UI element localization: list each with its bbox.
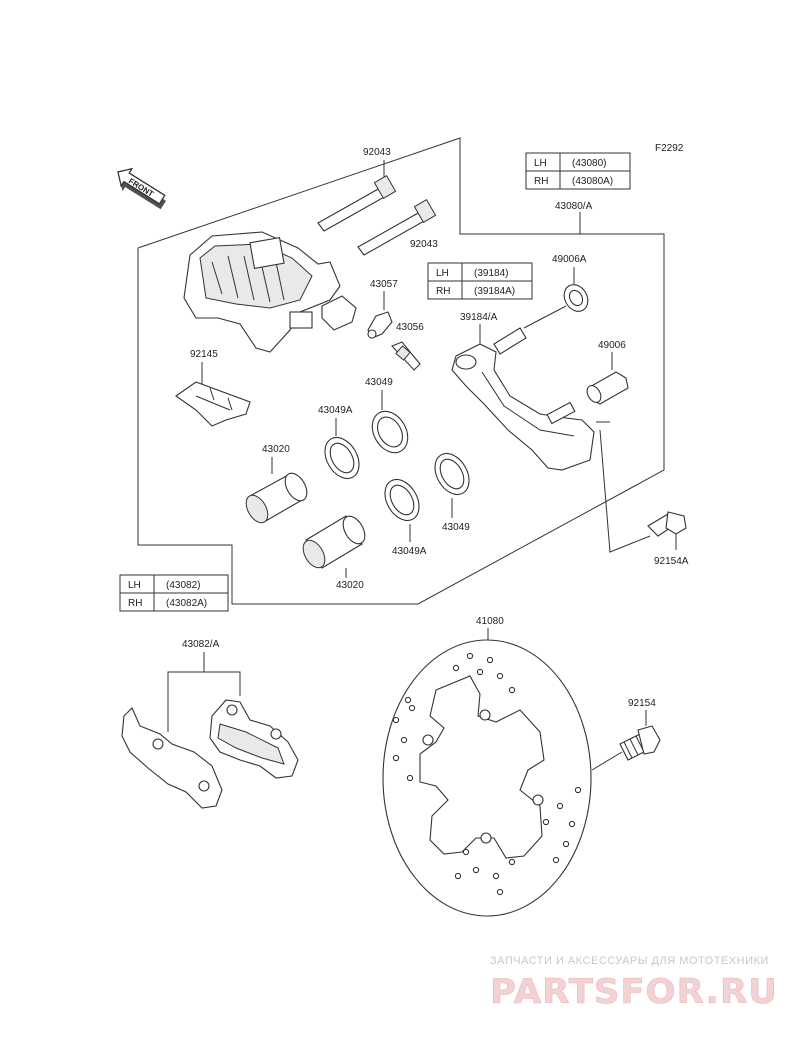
boot [586,371,629,405]
pad-spring [175,381,251,427]
front-arrow-icon: FRONT [117,167,167,210]
figure-code: F2292 [655,143,684,154]
caliper-pin-bottom [357,199,437,256]
label-dust-seal-left: 43049A [318,405,353,416]
caliper-bracket [451,343,595,471]
label-bracket-bolt: 92154A [654,556,689,567]
caliper-assembly-frame [137,137,665,605]
brake-pad-right [209,699,299,779]
brake-disc [382,639,592,917]
disc-bolt [619,725,661,761]
pads-side-table: LH (43082) RH (43082A) [119,574,229,612]
watermark-subtitle: ЗАПЧАСТИ И АКСЕССУАРЫ ДЛЯ МОТОТЕХНИКИ [490,955,769,967]
label-pads: 43082/A [182,639,220,650]
pin-lh-part: (39184) [474,268,508,279]
label-bracket-pin: 39184/A [460,312,498,323]
caliper-body [183,231,357,353]
caliper-pin-top [317,175,397,232]
pin-rh-side: RH [436,286,450,297]
pads-lh-part: (43082) [166,580,200,591]
bracket-pin [493,327,527,355]
pin-rh-part: (39184A) [474,286,515,297]
brake-pad-left [121,707,223,809]
label-piston-seal-right: 43049 [442,522,470,533]
piston-right [302,515,366,569]
bracket-lh-part: (43080) [572,158,606,169]
dust-seal-left [324,436,360,480]
label-caliper-pin-bottom: 92043 [410,239,438,250]
bracket-bolt [647,511,687,537]
label-dust-seal-right: 43049A [392,546,427,557]
watermark-brand: PARTSFOR.RU [490,972,778,1012]
label-caliper-pin-top: 92043 [363,147,391,158]
label-piston-right: 43020 [336,580,364,591]
piston-left [245,472,308,524]
pin-side-table: LH (39184) RH (39184A) [427,262,533,300]
pin-lh-side: LH [436,268,449,279]
label-bracket: 43080/A [555,201,593,212]
watermark: ЗАПЧАСТИ И АКСЕССУАРЫ ДЛЯ МОТОТЕХНИКИ PA… [490,955,778,1012]
label-disc-bolt: 92154 [628,698,656,709]
seal-boot [563,284,589,312]
label-bleeder-valve: 43056 [396,322,424,333]
pads-rh-side: RH [128,598,142,609]
label-seal-boot: 49006A [552,254,587,265]
bracket-side-table: LH (43080) RH (43080A) [525,152,631,190]
bleeder-cap [367,311,393,339]
piston-seal-top [371,410,409,454]
label-bleeder-cap: 43057 [370,279,398,290]
label-disc: 41080 [476,616,504,627]
dust-seal-right [384,478,420,522]
label-boot: 49006 [598,340,626,351]
pads-rh-part: (43082A) [166,598,207,609]
bracket-lh-side: LH [534,158,547,169]
bracket-rh-side: RH [534,176,548,187]
label-pad-spring: 92145 [190,349,218,360]
bleeder-valve [391,341,421,371]
bracket-rh-part: (43080A) [572,176,613,187]
piston-seal-right [434,452,470,496]
label-piston-left: 43020 [262,444,290,455]
label-piston-seal-top: 43049 [365,377,393,388]
pads-lh-side: LH [128,580,141,591]
